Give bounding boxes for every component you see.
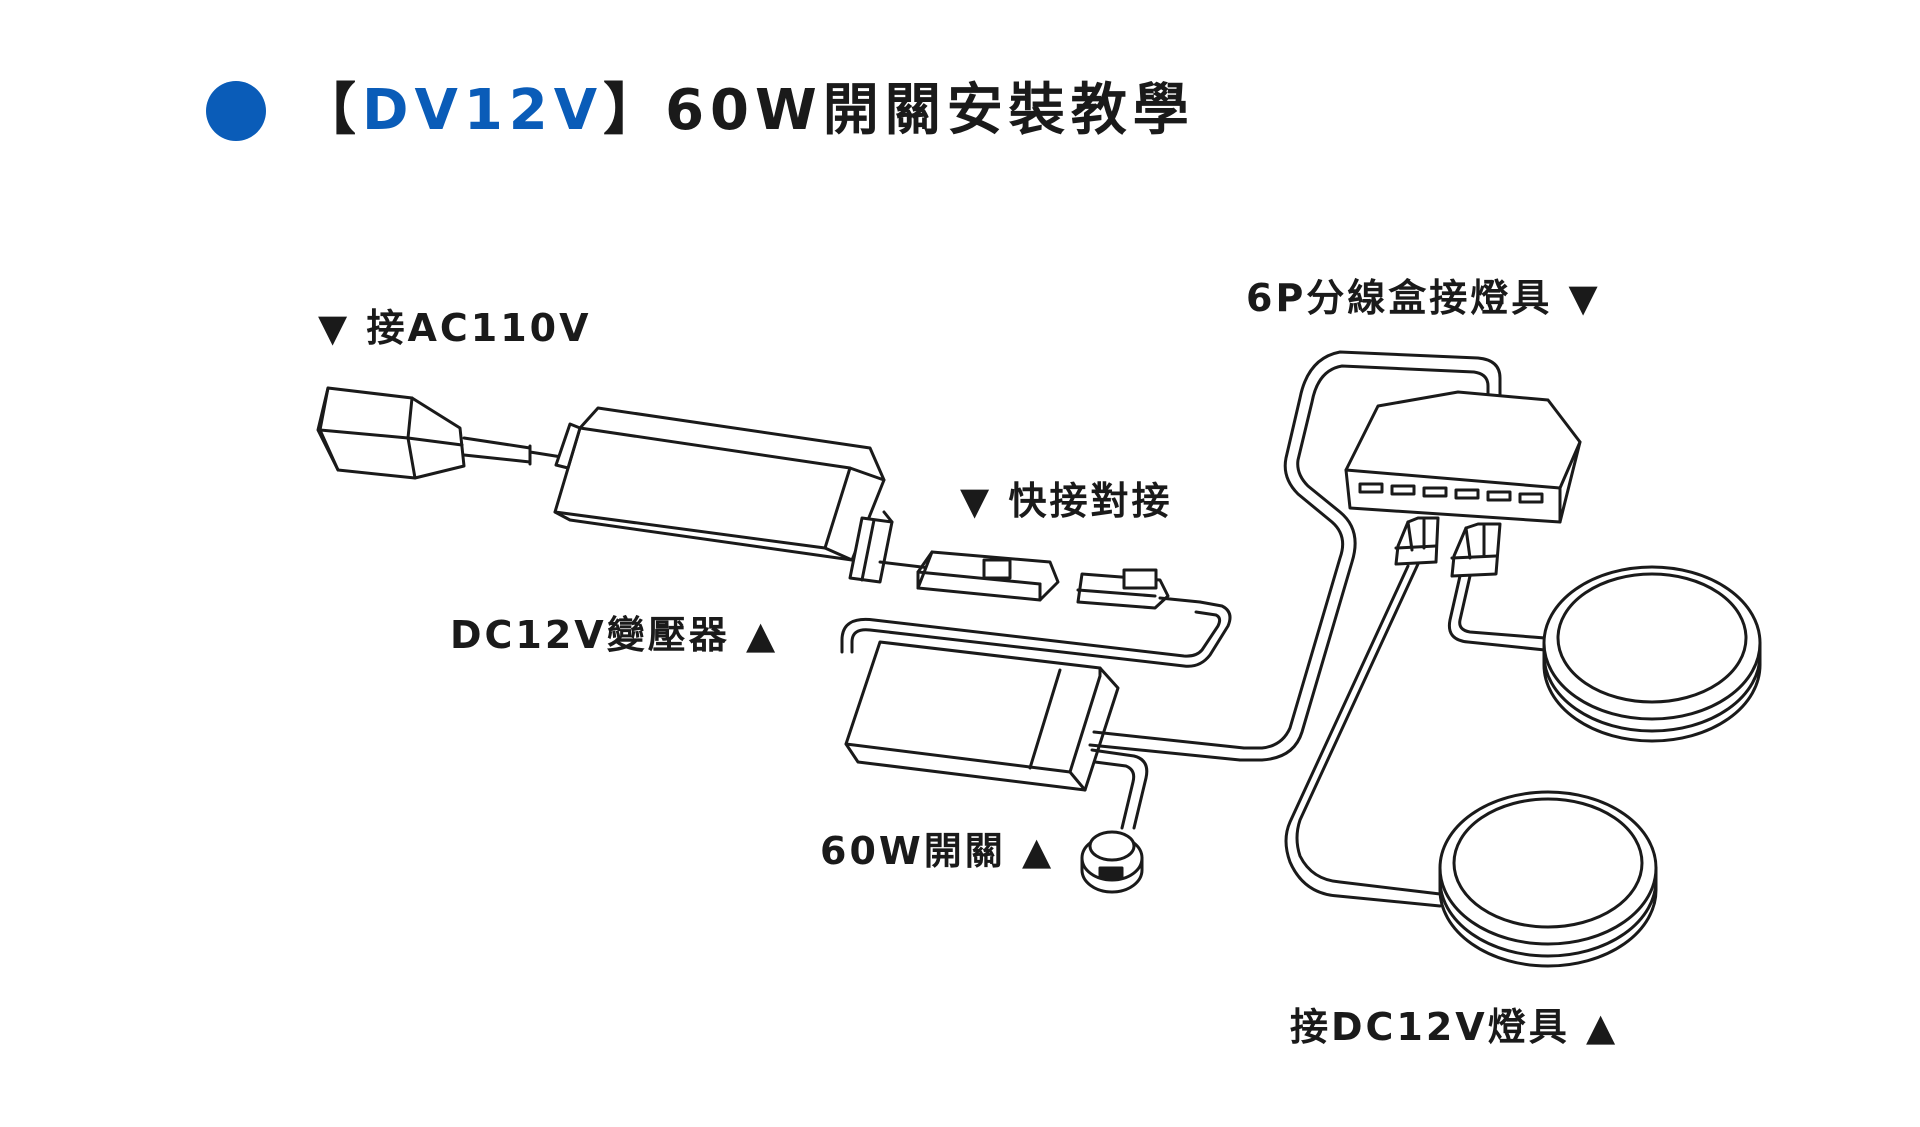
- dc12v-transformer: [555, 408, 930, 582]
- lower-light: [1440, 792, 1656, 966]
- switch-box: [846, 642, 1244, 790]
- splitter-input-cable: [1244, 352, 1500, 748]
- upper-light-cable: [1449, 576, 1545, 650]
- upper-light: [1544, 567, 1760, 741]
- label-switch: 60W開關 ▲: [820, 829, 1055, 873]
- quick-connector-pair: [918, 552, 1200, 608]
- splitter-plug-1: [1396, 518, 1438, 564]
- title-open-bracket: 【: [300, 78, 362, 143]
- push-button: [1082, 832, 1142, 892]
- upper-light-cable-inner: [1460, 576, 1545, 638]
- splitter-plug-2: [1452, 524, 1500, 576]
- label-transformer: DC12V變壓器 ▲: [450, 613, 779, 657]
- switch-input-cable-inner: [842, 612, 1220, 656]
- splitter-input-cable-inner: [1240, 366, 1488, 760]
- label-splitter: 6P分線盒接燈具 ▼: [1246, 276, 1601, 320]
- label-ac-input: ▼ 接AC110V: [318, 306, 592, 350]
- switch-input-cable: [852, 602, 1230, 666]
- ac-plug: [318, 388, 568, 478]
- label-quick-connect: ▼ 快接對接: [960, 479, 1173, 523]
- title-bullet-icon: [206, 81, 266, 141]
- page-title: 【DV12V】60W開關安裝教學: [300, 76, 1195, 146]
- title-rest: 】60W開關安裝教學: [603, 78, 1195, 143]
- lower-light-cable: [1297, 564, 1440, 894]
- lower-light-cable-inner: [1286, 566, 1440, 906]
- title-highlight: DV12V: [362, 78, 604, 143]
- label-lights: 接DC12V燈具 ▲: [1290, 1005, 1619, 1049]
- splitter-box: [1346, 392, 1580, 522]
- switch-button-cable-inner: [1095, 762, 1134, 828]
- switch-button-cable: [1092, 750, 1147, 828]
